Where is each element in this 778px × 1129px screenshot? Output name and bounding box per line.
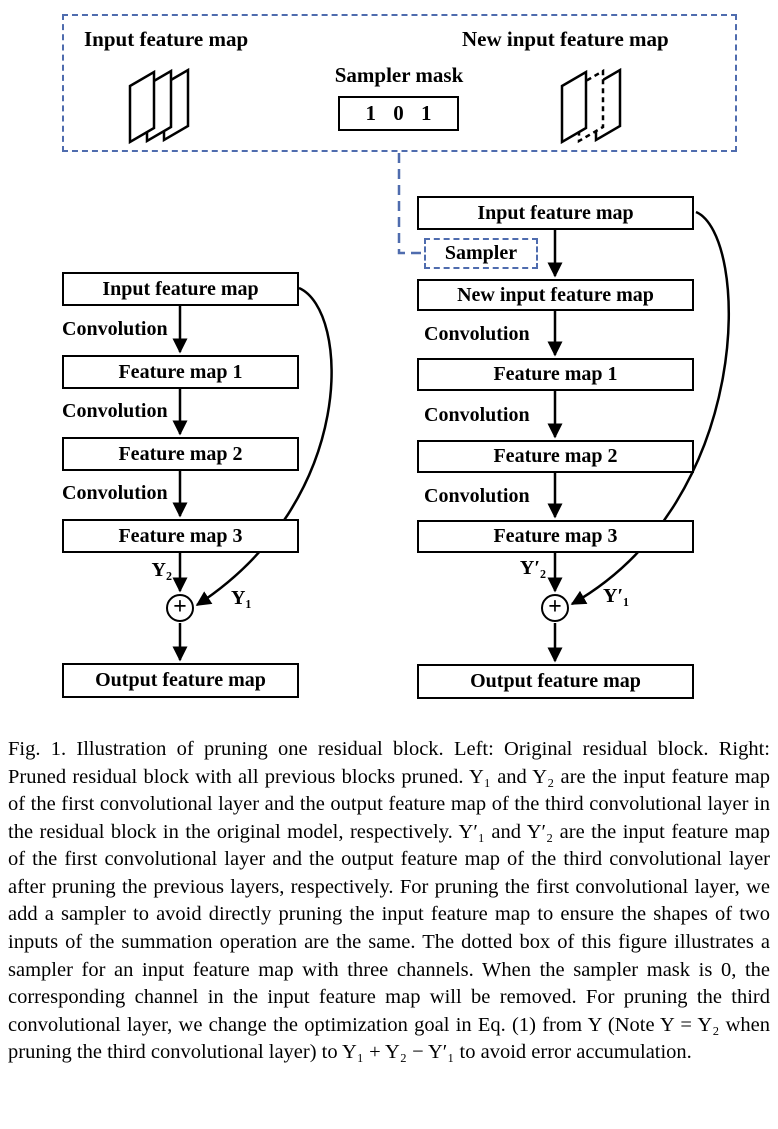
figure-caption: Fig. 1. Illustration of pruning one resi… [8, 738, 770, 1064]
sampler-connector-line [397, 153, 422, 255]
sampler-mask-values: 1 0 1 [365, 101, 438, 125]
right-summation-node: + [541, 594, 569, 622]
left-summation-node: + [166, 594, 194, 622]
left-convolution-label-2: Convolution [62, 400, 168, 422]
sheet-front [128, 69, 156, 145]
left-output-feature-map-box: Output feature map [62, 663, 299, 698]
right-feature-map-3-box: Feature map 3 [417, 520, 694, 553]
pruned-feature-map-stack-icon [560, 67, 622, 145]
right-input-feature-map-box: Input feature map [417, 196, 694, 230]
feature-map-stack-icon [128, 67, 190, 145]
left-residual-skip-curve [195, 286, 333, 607]
right-convolution-label-2: Convolution [424, 404, 530, 426]
right-new-input-feature-map-box: New input feature map [417, 279, 694, 311]
panel-new-input-feature-map-label: New input feature map [462, 27, 669, 51]
sampler-box: Sampler [424, 238, 538, 269]
left-convolution-label-1: Convolution [62, 318, 168, 340]
sampler-mask-values-box: 1 0 1 [338, 96, 459, 131]
plus-icon: + [173, 594, 187, 620]
right-feature-map-1-box: Feature map 1 [417, 358, 694, 391]
sampler-mask-label: Sampler mask [334, 63, 464, 87]
right-y2-prime-label: Y′₂ [519, 557, 546, 579]
right-output-feature-map-box: Output feature map [417, 664, 694, 699]
left-feature-map-2-box: Feature map 2 [62, 437, 299, 471]
left-y2-label: Y₂ [151, 559, 172, 581]
right-convolution-label-1: Convolution [424, 323, 530, 345]
left-feature-map-3-box: Feature map 3 [62, 519, 299, 553]
diagram-canvas [128, 67, 730, 663]
right-y1-prime-label: Y′₁ [603, 585, 630, 607]
sampler-illustration-panel [62, 14, 737, 152]
left-y1-label: Y₁ [231, 587, 252, 609]
plus-icon: + [548, 594, 562, 620]
left-feature-map-1-box: Feature map 1 [62, 355, 299, 389]
sheet-front [560, 69, 588, 145]
left-convolution-label-3: Convolution [62, 482, 168, 504]
right-feature-map-2-box: Feature map 2 [417, 440, 694, 473]
right-convolution-label-3: Convolution [424, 485, 530, 507]
panel-input-feature-map-label: Input feature map [84, 27, 249, 51]
left-input-feature-map-box: Input feature map [62, 272, 299, 306]
